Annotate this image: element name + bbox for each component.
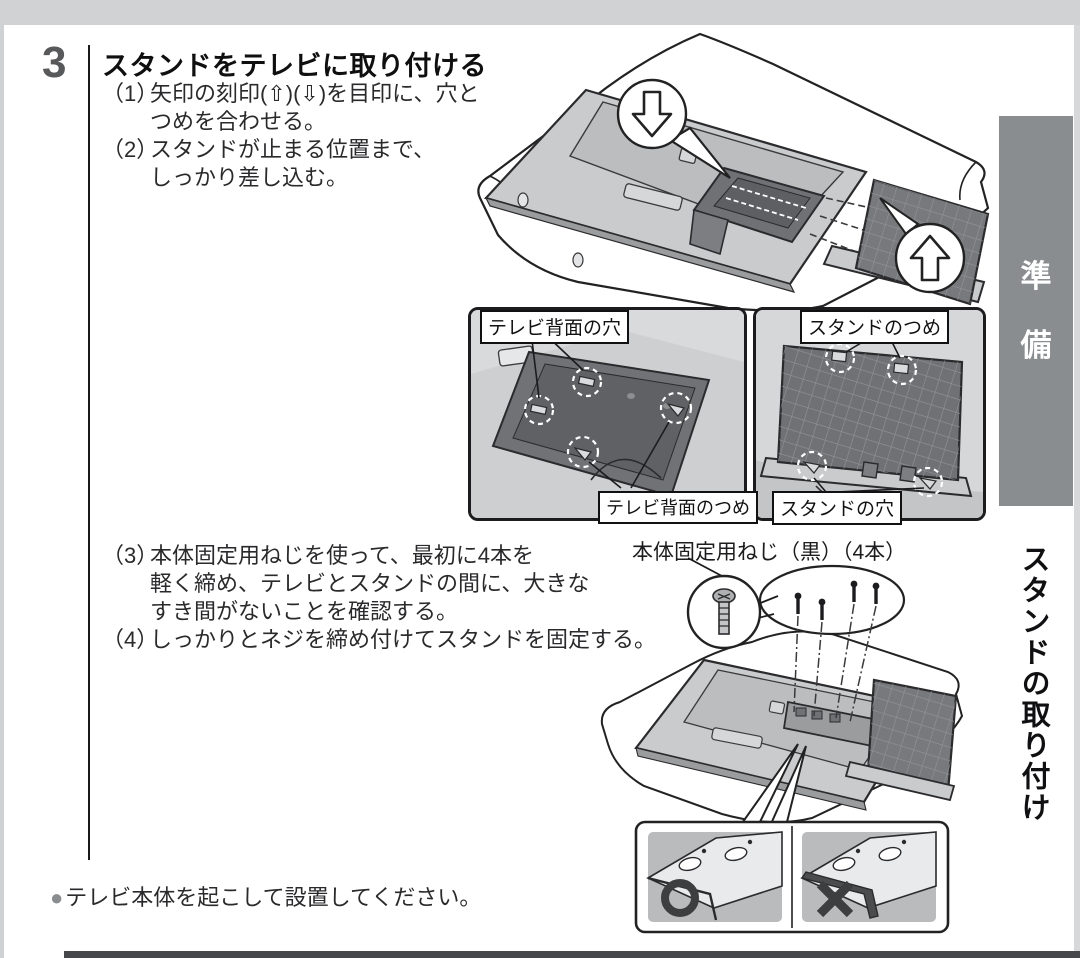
instruction-text: 本体固定用ねじを使って、最初に4本を <box>150 543 535 568</box>
hole-glyphs <box>529 375 686 461</box>
instruction-text: 軽く締め、テレビとスタンドの間に、大きな <box>150 571 590 596</box>
instruction-line: （4） しっかりとネジを締め付けてスタンドを固定する。 <box>102 626 656 654</box>
tab-glyphs <box>802 350 938 490</box>
instruction-text: 矢印の刻印(⇧)(⇩)を目印に、穴と <box>150 81 480 106</box>
instruction-line: 軽く締め、テレビとスタンドの間に、大きな <box>102 570 622 598</box>
screws-callout <box>687 557 906 723</box>
instruction-line: （2） スタンドが止まる位置まで、 <box>102 136 522 164</box>
attached-stand <box>782 678 958 802</box>
instruction-line: （1） 矢印の刻印(⇧)(⇩)を目印に、穴と <box>102 80 522 108</box>
label-tv-back-hole: テレビ背面の穴 <box>480 310 630 344</box>
down-arrow-callout <box>616 78 731 179</box>
chapter-tab-char: 準 <box>1020 259 1052 294</box>
ng-icon <box>816 880 854 918</box>
instruction-text: すき間がないことを確認する。 <box>150 599 459 624</box>
instruction-number: （3） <box>102 543 159 568</box>
instruction-number: （2） <box>102 137 159 162</box>
ok-icon <box>661 879 699 917</box>
screw-detail-callout <box>686 574 779 650</box>
footer-note-text: テレビ本体を起こして設置してください。 <box>65 885 482 910</box>
instruction-number: （4） <box>102 627 159 652</box>
chapter-tab-char: 備 <box>1020 328 1052 363</box>
section-title-vertical: スタンドの取り付け <box>1017 544 1049 823</box>
page-footer-rule <box>64 951 1080 958</box>
instructions-1-2: （1） 矢印の刻印(⇧)(⇩)を目印に、穴と つめを合わせる。 （2） スタンド… <box>102 80 522 192</box>
screw-glyphs <box>796 586 878 620</box>
instruction-line: すき間がないことを確認する。 <box>102 598 622 626</box>
bullet-icon: ● <box>50 885 64 910</box>
tv-stand-insert-illustration <box>477 32 990 312</box>
mount-bracket <box>689 166 826 256</box>
instruction-line: しっかり差し込む。 <box>102 164 522 192</box>
instructions-3-4: （3） 本体固定用ねじを使って、最初に4本を 軽く締め、テレビとスタンドの間に、… <box>102 542 656 654</box>
page-top-margin <box>0 0 1080 25</box>
stand-detail-panel <box>753 307 986 521</box>
instruction-line: つめを合わせる。 <box>102 108 522 136</box>
step-heading: スタンドをテレビに取り付ける <box>102 51 487 81</box>
step-divider-rule <box>88 45 90 860</box>
screw-guide-lines <box>793 603 877 723</box>
up-arrow-callout <box>879 197 966 294</box>
instruction-number: （1） <box>102 81 159 106</box>
tv-back-detail-art <box>471 310 744 518</box>
stand-detail-art <box>756 310 983 518</box>
down-arrow-icon <box>631 90 673 138</box>
step-number: 3 <box>42 38 67 87</box>
page-left-margin <box>0 25 4 958</box>
page-right-margin <box>1074 25 1080 958</box>
label-fixing-screws: 本体固定用ねじ（黒）（4本） <box>632 541 907 564</box>
ok-ng-panel <box>634 820 950 934</box>
label-stand-tab: スタンドのつめ <box>800 310 950 344</box>
label-stand-hole: スタンドの穴 <box>772 491 903 525</box>
screw-icon <box>712 588 736 635</box>
chapter-tab-junbi: 準 備 <box>999 116 1073 506</box>
ng-example <box>800 831 937 922</box>
instruction-text: つめを合わせる。 <box>150 109 327 134</box>
tab-markers <box>796 342 944 498</box>
label-tv-back-tab: テレビ背面のつめ <box>598 491 758 524</box>
up-arrow-icon <box>909 234 951 282</box>
ok-example <box>646 831 783 922</box>
instruction-line: （3） 本体固定用ねじを使って、最初に4本を <box>102 542 622 570</box>
instruction-text: スタンドが止まる位置まで、 <box>150 137 436 162</box>
instruction-text: しっかりとネジを締め付けてスタンドを固定する。 <box>150 627 657 652</box>
instruction-text: しっかり差し込む。 <box>150 165 349 190</box>
stand-screwing-illustration <box>600 557 964 934</box>
footer-note: ●テレビ本体を起こして設置してください。 <box>50 880 481 912</box>
